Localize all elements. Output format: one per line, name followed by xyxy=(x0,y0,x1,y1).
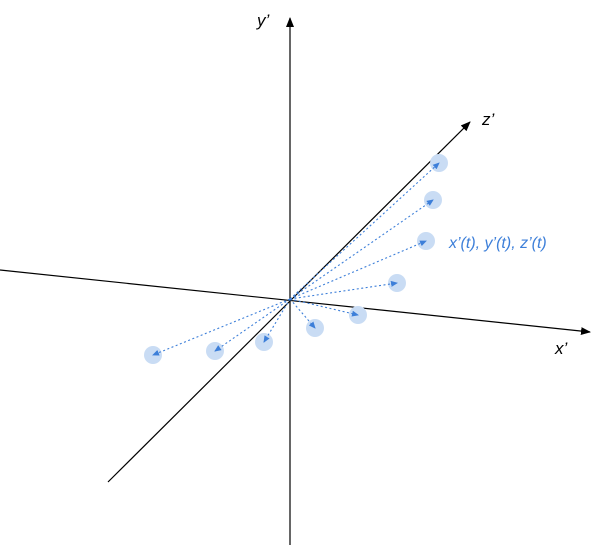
trajectory-ray xyxy=(289,199,434,300)
trajectory-point xyxy=(424,191,442,209)
trajectory-points xyxy=(144,154,448,364)
x-axis-label: x’ xyxy=(554,339,568,358)
trajectory-point xyxy=(349,306,367,324)
trajectory-ray xyxy=(289,162,440,300)
trajectory-ray xyxy=(152,298,291,356)
trajectory-point xyxy=(430,154,448,172)
trajectory-ray xyxy=(289,240,427,300)
y-axis-label: y’ xyxy=(256,11,270,30)
x-axis xyxy=(0,269,591,336)
trajectory-ray xyxy=(214,298,291,352)
trajectory-ray xyxy=(263,298,291,343)
trajectory-point xyxy=(306,319,324,337)
trajectory-label: x’(t), y’(t), z’(t) xyxy=(448,235,547,252)
trajectory-point xyxy=(144,346,162,364)
trajectory-ray xyxy=(289,280,398,300)
trajectory-point xyxy=(417,232,435,250)
z-axis-label: z’ xyxy=(481,110,495,129)
trajectory-ray xyxy=(289,298,316,329)
z-axis xyxy=(107,121,471,483)
